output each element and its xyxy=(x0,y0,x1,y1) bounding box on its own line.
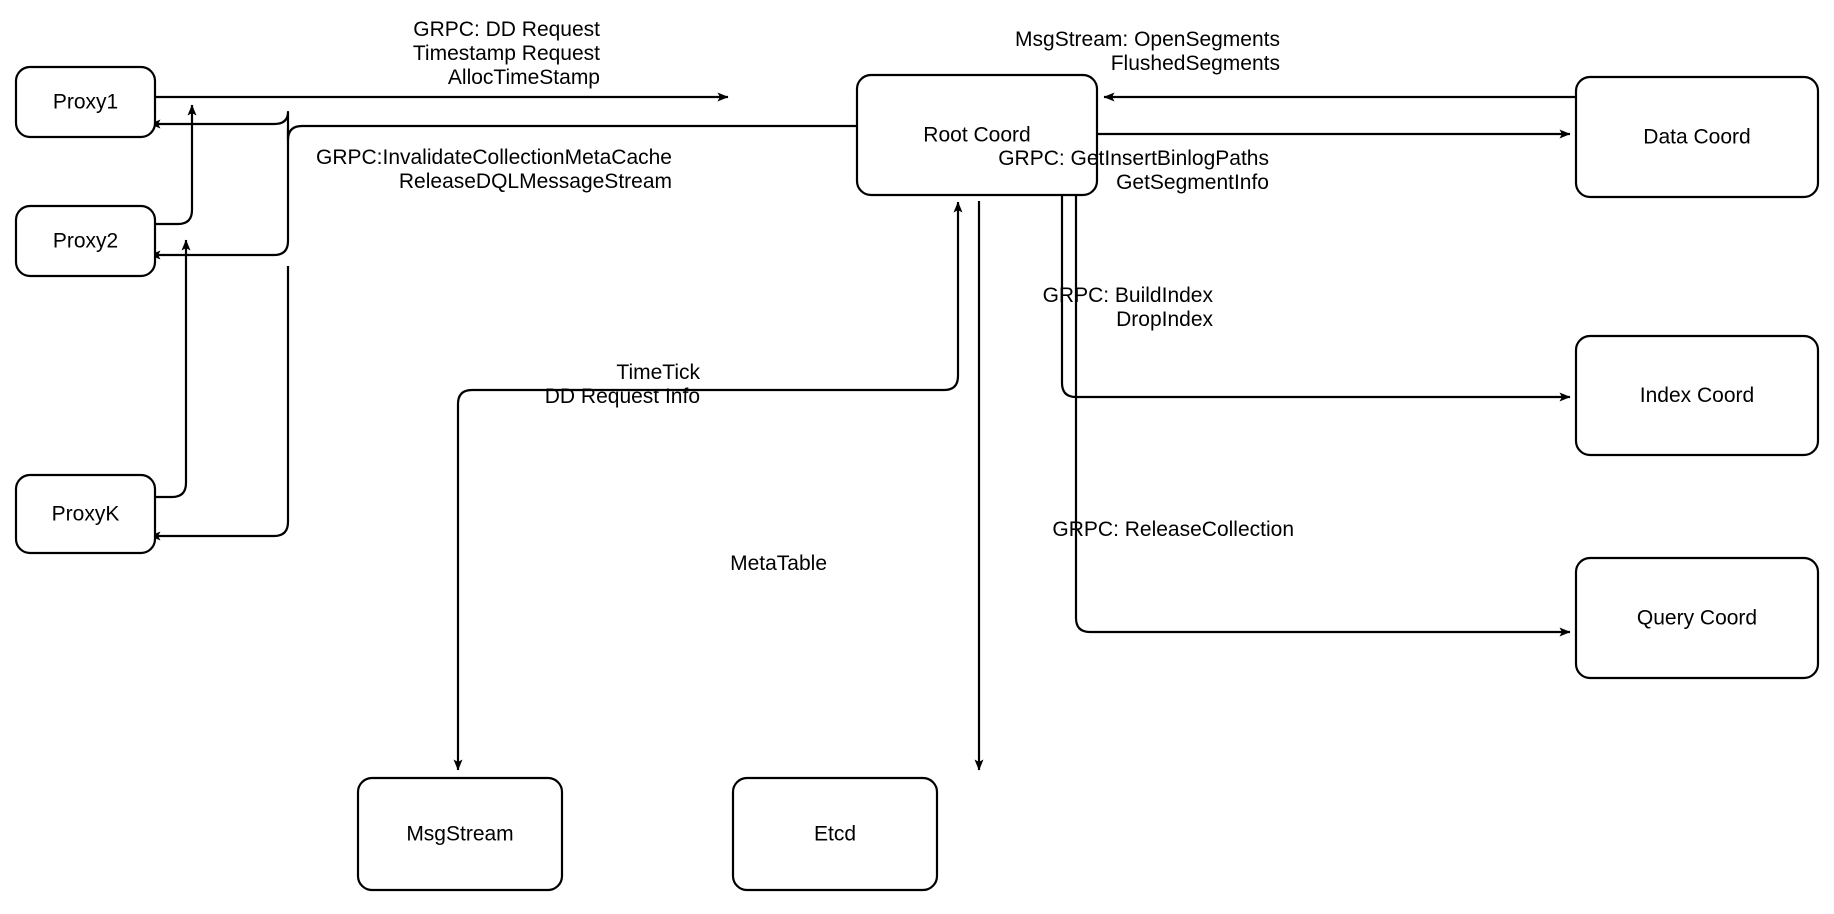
node-proxy1[interactable]: Proxy1 xyxy=(14,65,157,139)
edge-label-line: DD Request Info xyxy=(545,385,700,408)
node-box-etcd xyxy=(731,776,939,892)
node-label-proxyk: ProxyK xyxy=(52,503,120,526)
edge-label-line: GRPC:InvalidateCollectionMetaCache xyxy=(316,146,672,169)
node-box-querycoord xyxy=(1574,556,1820,680)
edge-rootcoord-to-proxyk xyxy=(149,266,290,541)
node-indexcoord[interactable]: Index Coord xyxy=(1574,334,1820,457)
edge-label-line: GRPC: DD Request xyxy=(413,18,600,41)
node-rootcoord[interactable]: Root Coord xyxy=(855,73,1099,197)
node-box-proxy2 xyxy=(14,204,157,278)
edge-label-line: GRPC: ReleaseCollection xyxy=(1052,518,1294,541)
node-label-datacoord: Data Coord xyxy=(1643,126,1750,149)
node-label-rootcoord: Root Coord xyxy=(923,124,1030,147)
edge-label-line: MsgStream: OpenSegments xyxy=(1015,28,1280,51)
node-label-etcd: Etcd xyxy=(814,823,856,846)
node-etcd[interactable]: Etcd xyxy=(731,776,939,892)
edge-label-line: GetSegmentInfo xyxy=(1116,171,1269,194)
node-box-indexcoord xyxy=(1574,334,1820,457)
edge-label-line: TimeTick xyxy=(616,361,700,384)
edge-rootcoord-to-querycoord xyxy=(1074,195,1571,637)
node-label-msgstream: MsgStream xyxy=(406,823,513,846)
edge-rootcoord-to-msgstream xyxy=(453,388,930,771)
edge-label-line: GRPC: GetInsertBinlogPaths xyxy=(998,147,1269,170)
node-box-proxy1 xyxy=(14,65,157,139)
node-proxy2[interactable]: Proxy2 xyxy=(14,204,157,278)
edge-proxyk-to-rootcoord xyxy=(155,239,191,499)
node-label-proxy2: Proxy2 xyxy=(53,230,118,253)
edge-label-root-to-etcd: MetaTable xyxy=(730,552,827,575)
node-box-rootcoord xyxy=(855,73,1099,197)
edge-label-line: ReleaseDQLMessageStream xyxy=(399,170,672,193)
edge-proxy2-to-rootcoord xyxy=(155,104,197,226)
edge-label-root-to-proxy: GRPC:InvalidateCollectionMetaCacheReleas… xyxy=(316,146,672,193)
node-datacoord[interactable]: Data Coord xyxy=(1574,75,1820,199)
edge-label-line: GRPC: BuildIndex xyxy=(1043,284,1214,307)
node-proxyk[interactable]: ProxyK xyxy=(14,473,157,555)
edge-label-line: MetaTable xyxy=(730,552,827,575)
node-box-datacoord xyxy=(1574,75,1820,199)
edge-rootcoord-to-proxy1 xyxy=(149,110,857,142)
node-msgstream[interactable]: MsgStream xyxy=(356,776,564,892)
edge-label-line: AllocTimeStamp xyxy=(448,66,600,89)
node-label-proxy1: Proxy1 xyxy=(53,91,118,114)
edge-label-root-to-querycoord: GRPC: ReleaseCollection xyxy=(1052,518,1294,541)
edge-label-line: DropIndex xyxy=(1116,308,1213,331)
node-box-msgstream xyxy=(356,776,564,892)
node-label-querycoord: Query Coord xyxy=(1637,607,1757,630)
node-box-proxyk xyxy=(14,473,157,555)
edge-label-line: Timestamp Request xyxy=(413,42,600,65)
edge-rootcoord-to-proxy2 xyxy=(149,130,290,260)
edges-layer xyxy=(149,92,1576,771)
node-querycoord[interactable]: Query Coord xyxy=(1574,556,1820,680)
edge-msgstream-to-rootcoord xyxy=(930,201,963,392)
node-label-indexcoord: Index Coord xyxy=(1640,384,1754,407)
edge-label-line: FlushedSegments xyxy=(1111,52,1280,75)
